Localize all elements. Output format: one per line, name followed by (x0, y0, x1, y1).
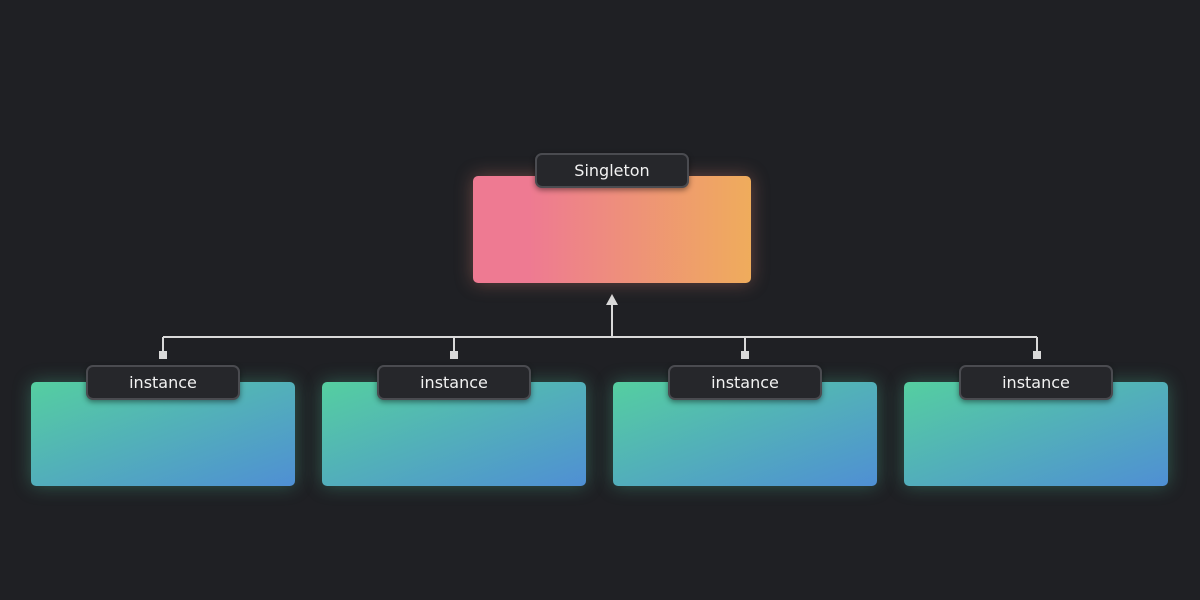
singleton-card (473, 176, 751, 283)
connector-square-icon (741, 351, 749, 359)
instance-label-1: instance (86, 365, 240, 400)
instance-label-2: instance (377, 365, 531, 400)
instance-label-3: instance (668, 365, 822, 400)
connector-square-icon (1033, 351, 1041, 359)
connector-square-icon (450, 351, 458, 359)
singleton-label: Singleton (535, 153, 689, 188)
connector-square-icon (159, 351, 167, 359)
arrowhead-icon (606, 294, 618, 305)
instance-label-4: instance (959, 365, 1113, 400)
